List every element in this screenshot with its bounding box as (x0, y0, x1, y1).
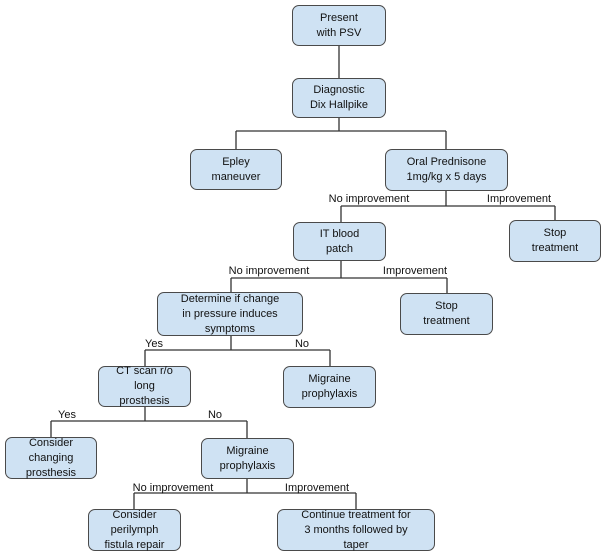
edge-label-no-2: No (207, 409, 223, 421)
epley-node: Epley maneuver (190, 149, 282, 190)
edge-label-yes-1: Yes (145, 338, 163, 350)
migraine-prophylaxis-node-2: Migraine prophylaxis (201, 438, 294, 479)
edge-label-no-improvement-1: No improvement (328, 193, 410, 205)
consider-changing-prosthesis-node: Consider changing prosthesis (5, 437, 97, 479)
diagnostic-node: Diagnostic Dix Hallpike (292, 78, 386, 118)
stop-treatment-node-1: Stop treatment (509, 220, 601, 262)
edge-label-yes-2: Yes (58, 409, 76, 421)
migraine-prophylaxis-node-1: Migraine prophylaxis (283, 366, 376, 408)
ct-scan-node: CT scan r/o long prosthesis (98, 365, 191, 407)
continue-treatment-node: Continue treatment for 3 months followed… (277, 509, 435, 551)
edge-label-no-improvement-3: No improvement (132, 482, 214, 494)
edge-label-no-1: No (294, 338, 310, 350)
determine-pressure-node: Determine if change in pressure induces … (157, 292, 303, 336)
consider-fistula-repair-node: Consider perilymph fistula repair (88, 509, 181, 551)
edge-label-improvement-3: Improvement (284, 482, 350, 494)
edge-label-no-improvement-2: No improvement (228, 265, 310, 277)
stop-treatment-node-2: Stop treatment (400, 293, 493, 335)
present-node: Present with PSV (292, 5, 386, 46)
prednisone-node: Oral Prednisone 1mg/kg x 5 days (385, 149, 508, 191)
edge-label-improvement-1: Improvement (486, 193, 552, 205)
it-patch-node: IT blood patch (293, 222, 386, 261)
edge-label-improvement-2: Improvement (382, 265, 448, 277)
